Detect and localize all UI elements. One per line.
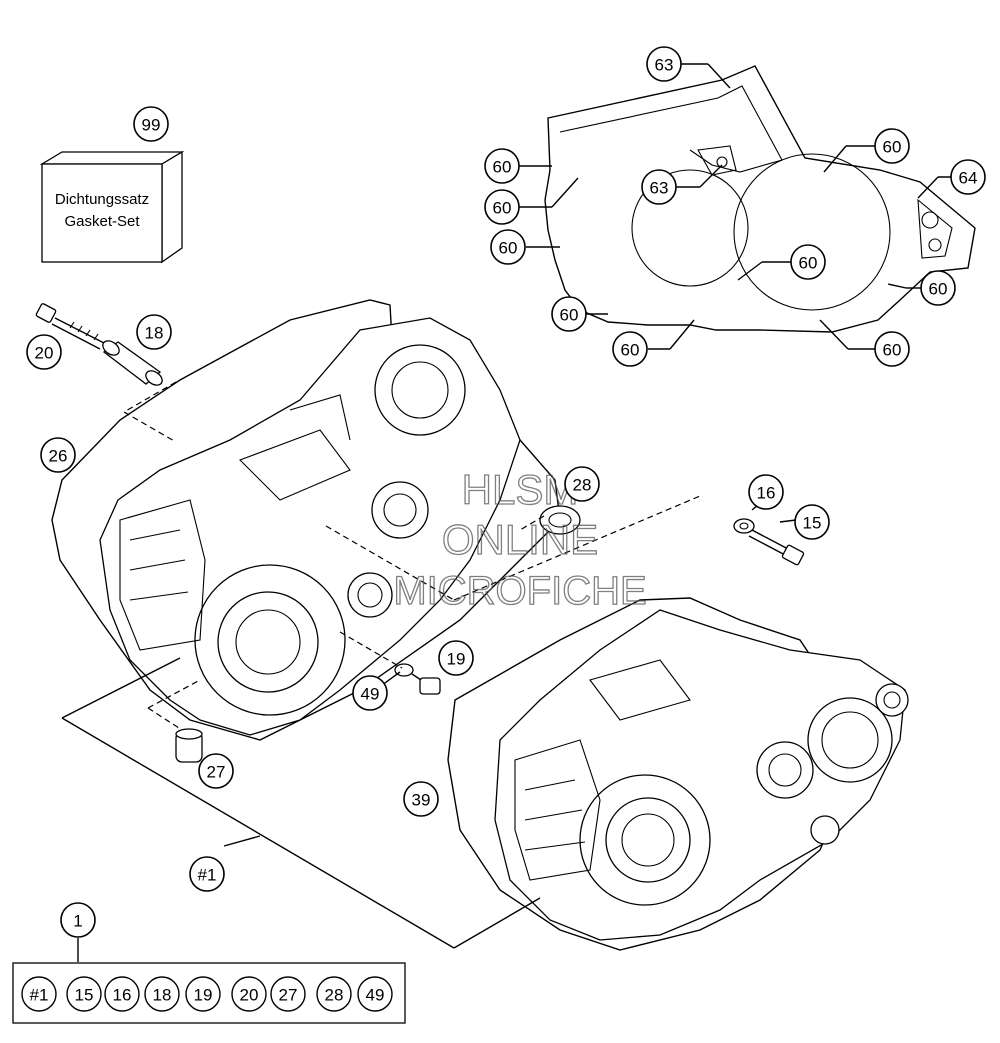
callout-60: 60 [612, 331, 648, 367]
callout-63: 63 [646, 46, 682, 82]
callout-number: 64 [959, 169, 978, 188]
callout-64: 64 [950, 159, 986, 195]
callout-60: 60 [790, 244, 826, 280]
callout-number: 20 [35, 344, 54, 363]
kit-item-number: 20 [240, 986, 259, 1005]
kit-item-number: 19 [194, 986, 213, 1005]
callout-number: 60 [493, 199, 512, 218]
kit-contents-list: #1 15 16 18 19 20 27 28 49 [21, 976, 393, 1012]
callout-hash1: #1 [189, 856, 225, 892]
kit-item-number: 18 [153, 986, 172, 1005]
callout-1: 1 [60, 902, 96, 938]
callout-60: 60 [874, 331, 910, 367]
dowel-pin-27 [175, 728, 203, 763]
gasket-kit-text-de: Dichtungssatz [55, 191, 149, 208]
watermark-line-2: ONLINE [442, 516, 598, 563]
callout-number: 15 [803, 514, 822, 533]
kit-item-28: 28 [316, 976, 352, 1012]
callout-number: 28 [573, 476, 592, 495]
kit-item-20: 20 [231, 976, 267, 1012]
kit-item-19: 19 [185, 976, 221, 1012]
washer-49-and-bolt-19 [394, 663, 441, 695]
part-callouts: 99 63 60 60 63 64 60 60 60 60 60 60 60 18 20 26 28 16 15 19… [26, 46, 986, 938]
kit-item-number: 15 [75, 986, 94, 1005]
callout-63: 63 [641, 169, 677, 205]
callout-60: 60 [920, 270, 956, 306]
crankcase-gasket [544, 65, 976, 333]
watermark: HLSM ONLINE MICROFICHE [393, 465, 648, 613]
callout-60: 60 [484, 189, 520, 225]
callout-16: 16 [748, 474, 784, 510]
callout-28: 28 [564, 466, 600, 502]
callout-60: 60 [874, 128, 910, 164]
callout-number: 60 [493, 158, 512, 177]
watermark-line-3: MICROFICHE [393, 569, 646, 613]
callout-number: 27 [207, 763, 226, 782]
callout-number: 60 [560, 306, 579, 325]
callout-27: 27 [198, 753, 234, 789]
callout-number: 1 [73, 912, 82, 931]
callout-number: 39 [412, 791, 431, 810]
callout-20: 20 [26, 334, 62, 370]
callout-number: 60 [799, 254, 818, 273]
callout-49: 49 [352, 675, 388, 711]
callout-number: 18 [145, 324, 164, 343]
dowel-pin-18 [102, 340, 163, 386]
bolt-20 [35, 303, 105, 350]
seal-28 [539, 505, 581, 535]
left-crankcase-half [99, 317, 521, 736]
washer-16-and-bolt-15 [733, 518, 805, 566]
kit-item-number: 49 [366, 986, 385, 1005]
callout-number: 63 [655, 56, 674, 75]
callout-60: 60 [490, 229, 526, 265]
kit-item-16: 16 [104, 976, 140, 1012]
callout-number: 60 [621, 341, 640, 360]
kit-item-number: 16 [113, 986, 132, 1005]
gasket-set-box: Dichtungssatz Gasket-Set [39, 150, 185, 264]
callout-number: 49 [361, 685, 380, 704]
kit-item-number: 28 [325, 986, 344, 1005]
kit-item-hash1: #1 [21, 976, 57, 1012]
callout-60: 60 [551, 296, 587, 332]
watermark-line-1: HLSM [462, 466, 579, 513]
kit-item-49: 49 [357, 976, 393, 1012]
callout-number: 60 [499, 239, 518, 258]
kit-item-number: #1 [30, 986, 49, 1005]
kit-item-18: 18 [144, 976, 180, 1012]
callout-number: #1 [198, 866, 217, 885]
right-crankcase-half [494, 609, 909, 941]
callout-number: 60 [929, 280, 948, 299]
kit-contents-box: #1 15 16 18 19 20 27 28 49 [12, 962, 406, 1024]
callout-15: 15 [794, 504, 830, 540]
gasket-kit-text-en: Gasket-Set [64, 213, 140, 230]
callout-number: 19 [447, 650, 466, 669]
callout-number: 63 [650, 179, 669, 198]
callout-60: 60 [484, 148, 520, 184]
left-crankcase-gasket [51, 299, 561, 741]
callout-number: 16 [757, 484, 776, 503]
callout-99: 99 [133, 106, 169, 142]
callout-number: 99 [142, 116, 161, 135]
callout-number: 60 [883, 138, 902, 157]
callout-number: 60 [883, 341, 902, 360]
callout-19: 19 [438, 640, 474, 676]
right-crankcase-gasket [447, 597, 851, 951]
kit-item-27: 27 [270, 976, 306, 1012]
callout-18: 18 [136, 314, 172, 350]
kit-item-15: 15 [66, 976, 102, 1012]
callout-26: 26 [40, 437, 76, 473]
kit-item-number: 27 [279, 986, 298, 1005]
callout-39: 39 [403, 781, 439, 817]
callout-number: 26 [49, 447, 68, 466]
